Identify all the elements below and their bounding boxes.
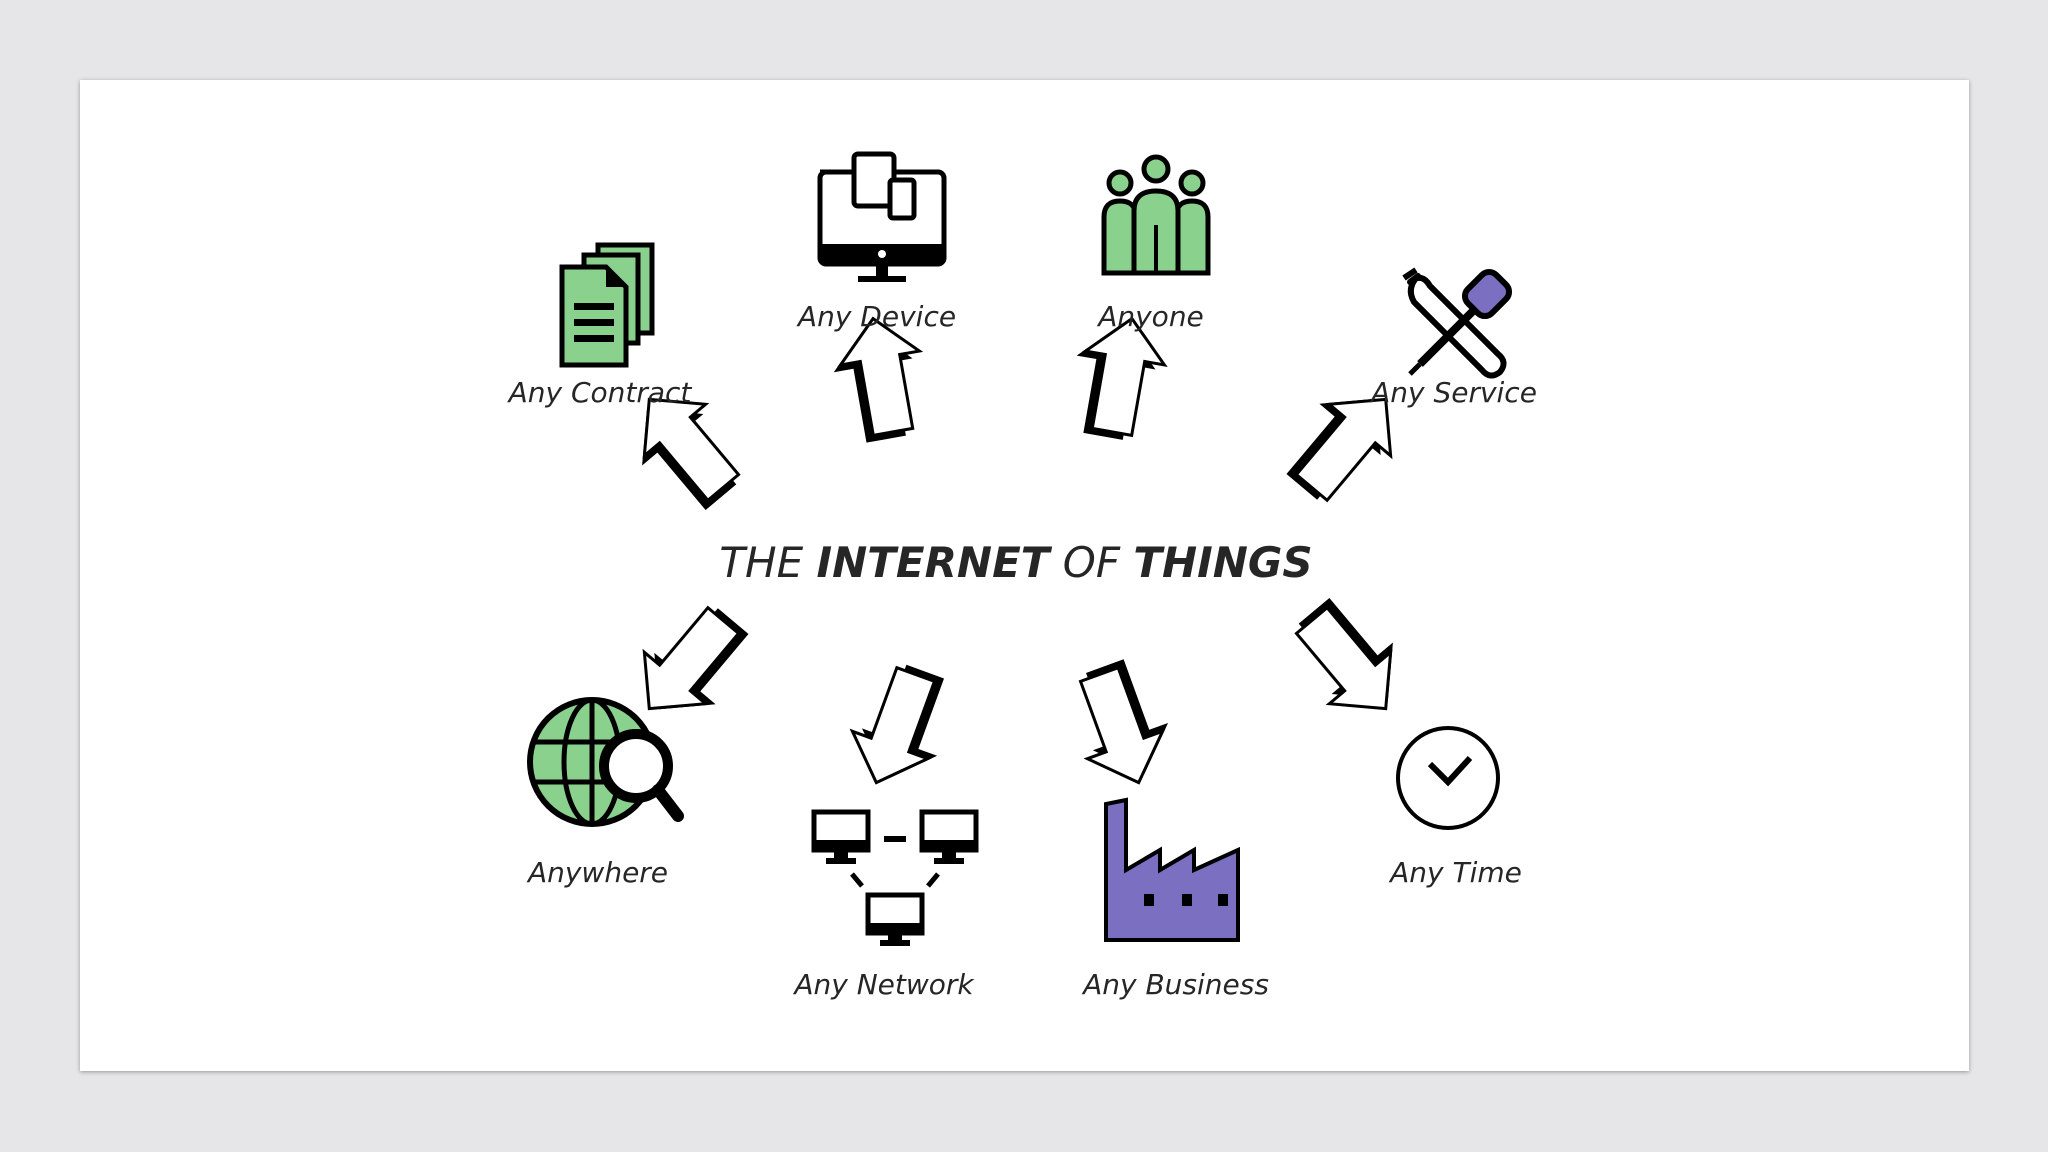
tools-icon <box>1402 267 1513 379</box>
people-group-icon <box>1101 154 1211 276</box>
label-anyone: Anyone <box>1098 300 1204 333</box>
label-any-device: Any Device <box>797 300 957 333</box>
label-any-network: Any Network <box>794 968 974 1001</box>
arrow-to-time <box>1275 583 1424 736</box>
factory-icon <box>1104 797 1240 942</box>
diagram-title: THE INTERNET OF THINGS <box>719 538 1313 587</box>
label-any-service: Any Service <box>1371 376 1537 409</box>
clock-icon <box>1396 726 1500 830</box>
arrow-to-business <box>1058 650 1186 798</box>
label-any-contract: Any Contract <box>508 376 692 409</box>
monitor-devices-icon <box>817 151 947 282</box>
label-anywhere: Anywhere <box>527 856 669 889</box>
label-any-time: Any Time <box>1390 856 1522 889</box>
arrow-to-anywhere <box>617 588 766 741</box>
arrow-to-network <box>837 653 965 801</box>
label-any-business: Any Business <box>1083 968 1269 1001</box>
globe-search-icon <box>527 697 684 827</box>
network-computers-icon <box>811 809 979 946</box>
documents-icon <box>559 242 655 368</box>
slide <box>80 80 1969 1071</box>
